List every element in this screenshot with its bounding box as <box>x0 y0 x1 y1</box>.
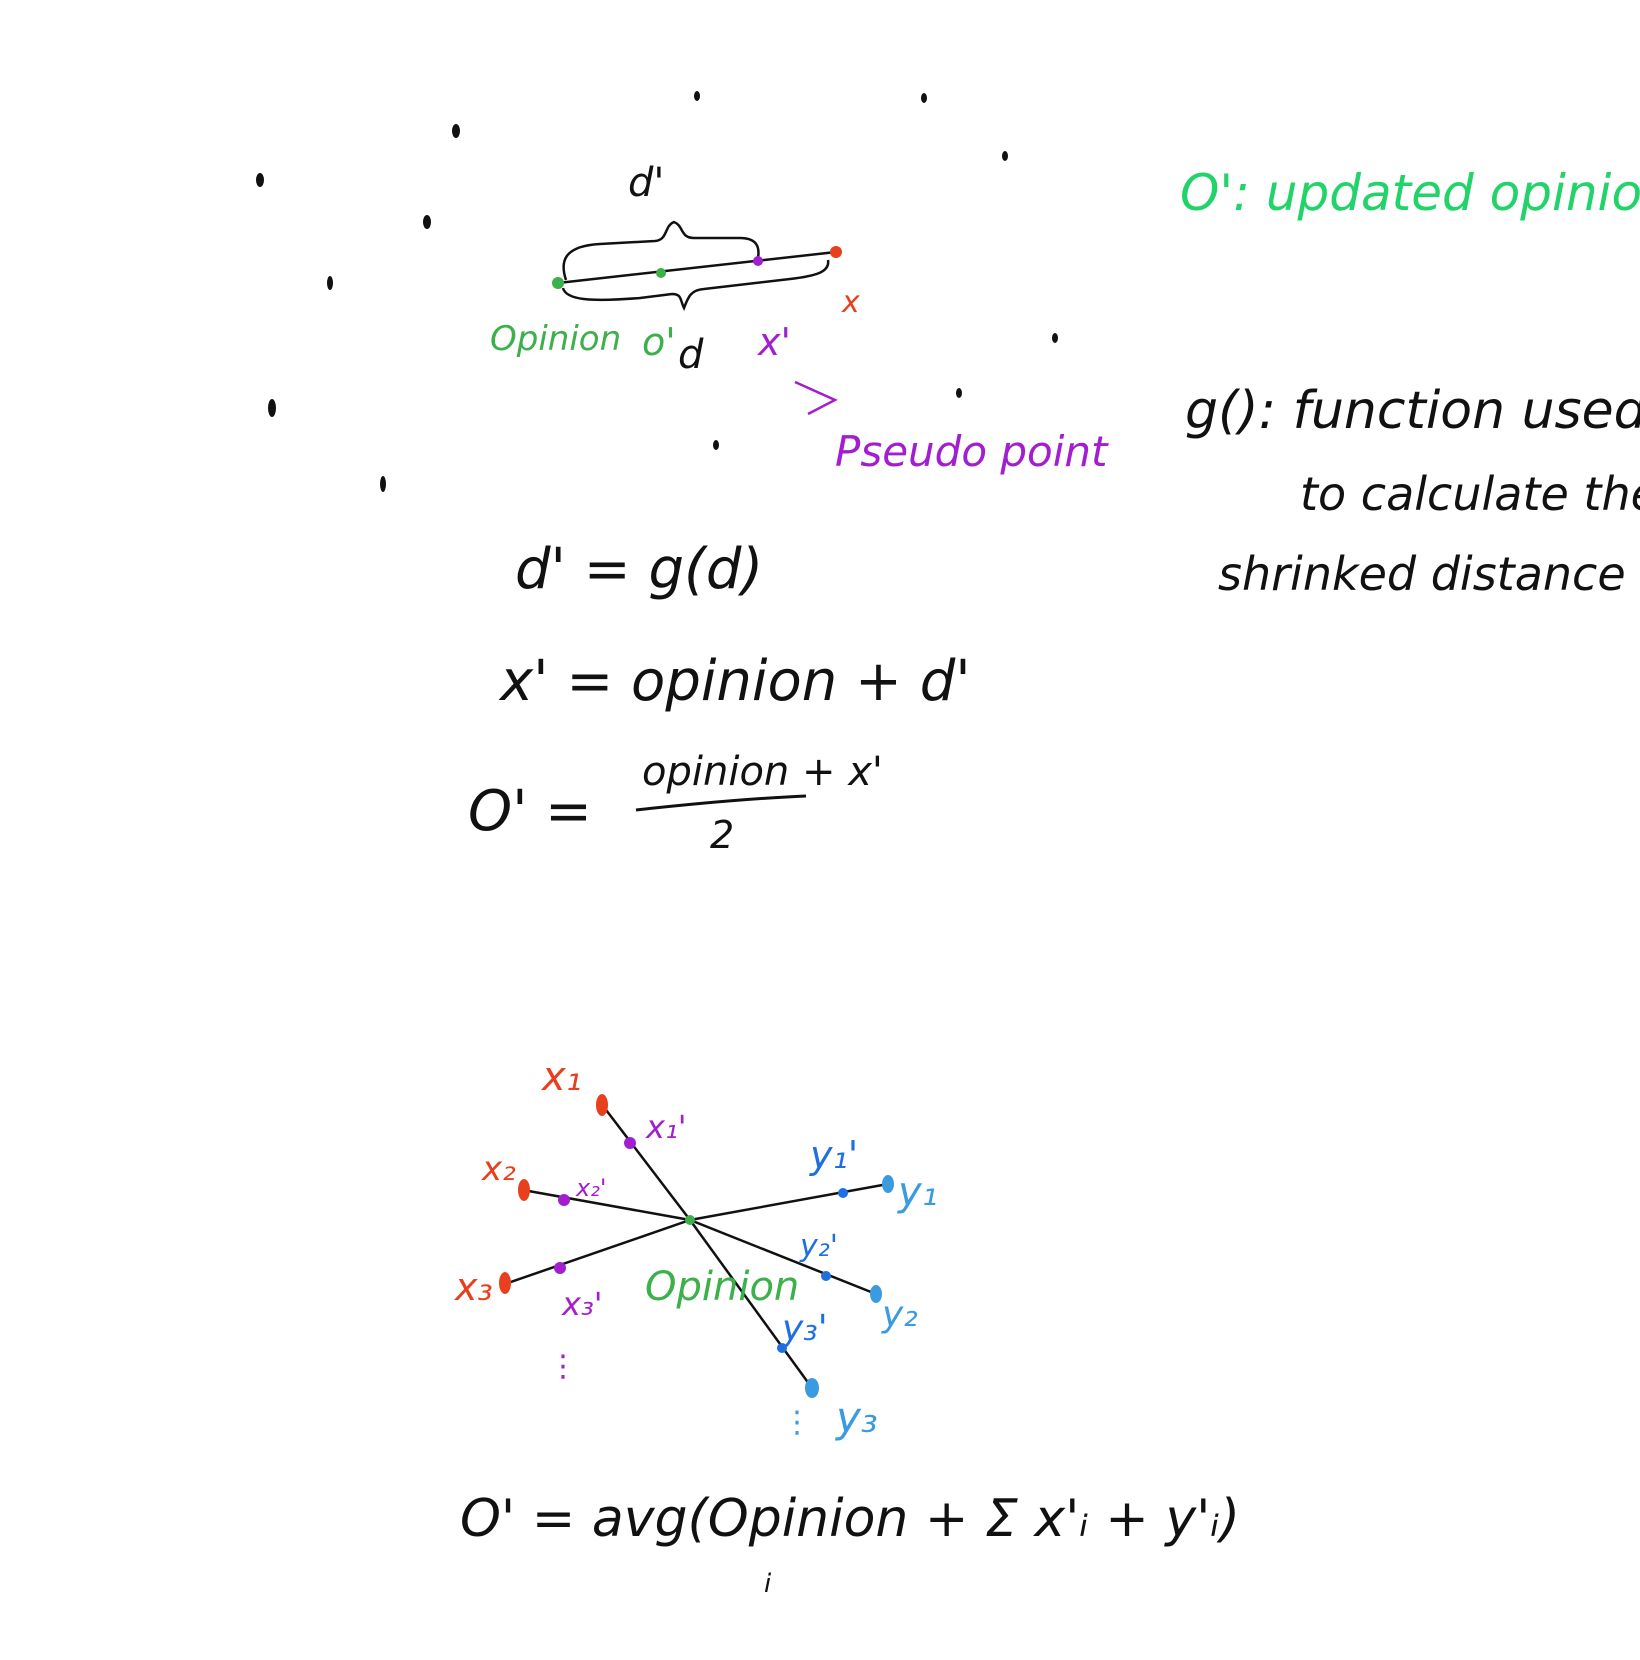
g-definition-line-1: g(): function used <box>1185 381 1640 441</box>
opinion-point <box>552 277 564 289</box>
d-prime-label: d' <box>628 160 664 206</box>
x3-prime-point <box>554 1262 566 1274</box>
y2-prime-point <box>821 1271 831 1281</box>
d-label: d <box>678 332 704 378</box>
scatter-point <box>1052 333 1058 343</box>
scatter-point <box>1002 151 1008 161</box>
y3-prime-point <box>777 1343 787 1353</box>
pseudo-point-label: Pseudo point <box>835 427 1109 476</box>
formula-o-prime-lhs: O' <box>468 779 527 844</box>
bottom-opinion-label: Opinion <box>645 1264 799 1310</box>
x-prime-label: x' <box>757 320 791 364</box>
ellipsis-right: ⋮ <box>782 1405 812 1440</box>
y2-label: y₂ <box>881 1294 918 1335</box>
scatter-point <box>694 91 700 101</box>
x2-point <box>518 1179 530 1201</box>
y2-prime-label: y₂' <box>799 1229 838 1264</box>
scatter-point <box>256 173 264 187</box>
pseudo-point-arrow <box>794 380 838 416</box>
formula-o-prime-denominator: 2 <box>710 813 734 857</box>
scatter-points <box>256 91 1058 492</box>
opinion-label: Opinion <box>490 319 621 359</box>
scatter-point <box>713 440 719 450</box>
y3-prime-label: y₃' <box>781 1308 828 1349</box>
top-diagram: d' Opinion o' d x' x Pseudo point <box>490 160 1109 476</box>
y2-point <box>870 1285 882 1303</box>
legend: O': updated opinion g(): function used t… <box>1180 164 1640 601</box>
scatter-point <box>268 399 276 417</box>
x2-label: x₂ <box>481 1149 516 1189</box>
x-point <box>830 246 842 258</box>
x1-label: x₁ <box>540 1054 582 1100</box>
formula-o-prime-equals: = <box>545 779 592 844</box>
formula-o-prime-avg: O' = avg(Opinion + Σ x'ᵢ + y'ᵢ) <box>460 1489 1240 1549</box>
scatter-point <box>423 215 431 229</box>
fraction-bar <box>635 794 807 812</box>
y3-label: y₃ <box>834 1393 878 1442</box>
o-prime-point <box>656 268 666 278</box>
formula-sum-index: i <box>764 1569 772 1599</box>
ellipsis-left: ⋮ <box>548 1349 578 1384</box>
x3-label: x₃ <box>454 1265 493 1309</box>
scatter-point <box>921 93 927 103</box>
scatter-point <box>380 476 386 492</box>
y3-point <box>805 1378 819 1398</box>
x2-prime-label: x₂' <box>575 1174 606 1202</box>
x-label: x <box>841 285 860 320</box>
g-definition-line-3: shrinked distance <box>1218 547 1626 601</box>
scatter-point <box>956 388 962 398</box>
o-prime-definition: O': updated opinion <box>1180 164 1640 222</box>
x3-prime-label: x₃' <box>561 1285 603 1323</box>
x2-prime-point <box>558 1194 570 1206</box>
x1-prime-point <box>624 1137 636 1149</box>
x-prime-point <box>753 256 763 266</box>
formula-x-prime: x' = opinion + d' <box>498 649 971 714</box>
opinion-center-point <box>685 1215 695 1225</box>
g-definition-line-2: to calculate the <box>1300 467 1640 521</box>
x3-point <box>499 1272 511 1294</box>
bottom-diagram: x₁ x₂ x₃ x₁' x₂' x₃' ⋮ y₁' y₁ y₂' y₂ y₃'… <box>454 1054 938 1442</box>
x1-prime-label: x₁' <box>645 1108 687 1146</box>
opinion-to-x-segment <box>557 250 837 285</box>
formulas: d' = g(d) x' = opinion + d' O' = opinion… <box>460 537 1240 1599</box>
y1-point <box>882 1175 894 1193</box>
brace-d <box>561 259 830 312</box>
scatter-point <box>452 124 460 138</box>
brace-d-prime <box>562 220 760 281</box>
o-prime-label: o' <box>642 320 676 364</box>
y1-prime-label: y₁' <box>809 1133 858 1177</box>
y1-label: y₁ <box>897 1169 938 1215</box>
scatter-point <box>327 276 333 290</box>
formula-d-prime: d' = g(d) <box>515 537 763 602</box>
y1-prime-point <box>838 1188 848 1198</box>
x1-point <box>596 1094 608 1116</box>
formula-o-prime-numerator: opinion + x' <box>642 749 883 795</box>
